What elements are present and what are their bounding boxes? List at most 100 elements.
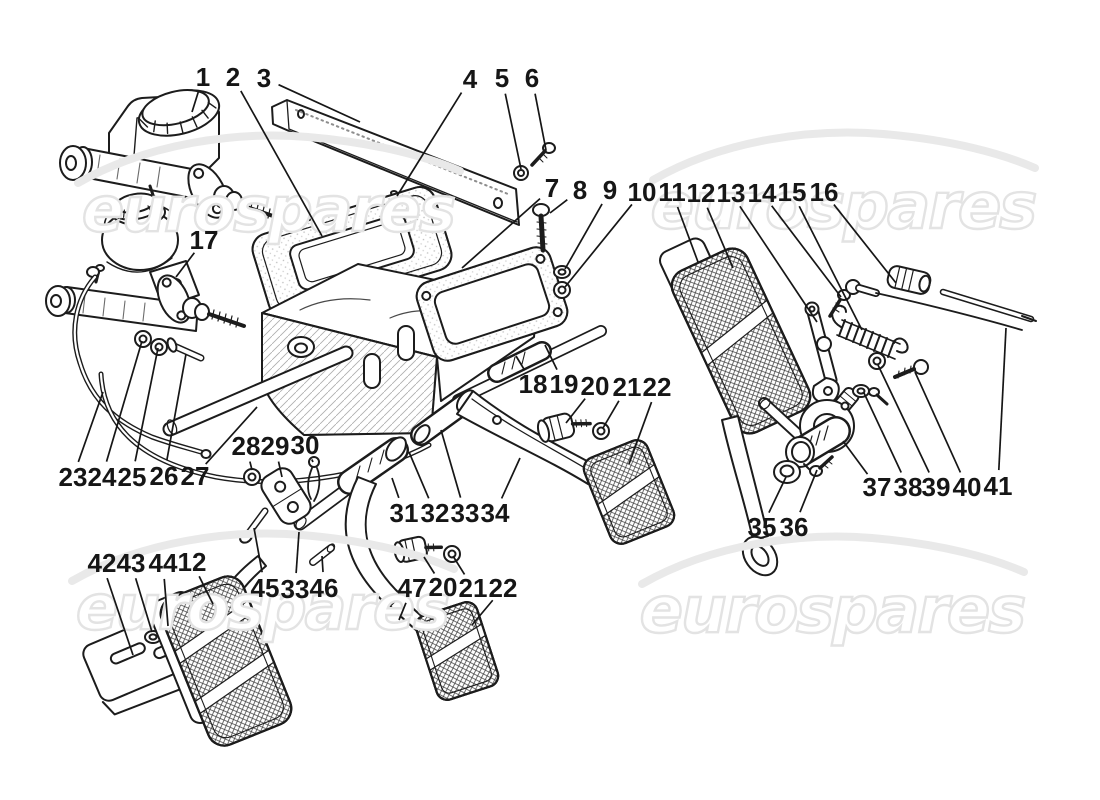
- part-number-label: 20: [581, 371, 610, 401]
- part-number-label: 23: [59, 462, 88, 492]
- callout-12: 12: [687, 178, 734, 269]
- watermark-swoosh-icon: [638, 532, 1028, 588]
- callout-leader-line: [163, 578, 169, 627]
- callout-leader-line: [565, 398, 586, 424]
- callout-leader-line: [628, 401, 653, 465]
- part-number-label: 33: [281, 574, 310, 604]
- callout-16: 16: [810, 177, 897, 284]
- callout-leader-line: [739, 205, 818, 323]
- callout-leader-line: [396, 92, 463, 197]
- part-number-label: 42: [88, 548, 117, 578]
- callout-leader-line: [833, 204, 897, 284]
- callout-42: 42: [88, 548, 134, 656]
- callout-33: 33: [281, 531, 310, 604]
- callout-38: 38: [863, 392, 923, 502]
- part-number-label: 30: [291, 430, 320, 460]
- part-number-label: 4: [463, 64, 478, 94]
- part-number-label: 46: [310, 573, 339, 603]
- callout-31: 31: [390, 477, 418, 528]
- throttle-spindle-housing: [773, 352, 929, 484]
- reservoir-cap: [137, 89, 221, 137]
- part-number-label: 11: [658, 177, 686, 207]
- part-number-label: 24: [88, 462, 117, 492]
- callout-leader-line: [602, 400, 620, 429]
- callout-4: 4: [396, 64, 478, 197]
- callout-22: 22: [471, 573, 518, 626]
- callout-33: 33: [440, 429, 480, 528]
- callout-leader-line: [175, 252, 196, 278]
- callout-leader-line: [278, 83, 361, 123]
- callout-leader-line: [842, 440, 869, 475]
- callout-17: 17: [175, 225, 218, 278]
- callout-8: 8: [549, 175, 587, 214]
- callout-1: 1: [191, 62, 210, 113]
- part-number-label: 41: [984, 471, 1013, 501]
- callout-11: 11: [658, 177, 699, 263]
- callout-28: 28: [232, 431, 261, 471]
- part-number-label: 25: [118, 462, 147, 492]
- callout-21: 21: [602, 372, 642, 429]
- part-number-label: 15: [778, 177, 807, 207]
- callout-29: 29: [261, 431, 290, 478]
- watermark-text: eurospares: [82, 173, 454, 246]
- throttle-cable: [845, 265, 1037, 331]
- part-number-label: 38: [894, 472, 923, 502]
- part-number-label: 32: [421, 498, 450, 528]
- watermark-eurospares: eurospares: [649, 128, 1039, 245]
- callout-27: 27: [181, 406, 258, 491]
- part-number-label: 10: [628, 177, 657, 207]
- callout-leader-line: [799, 469, 818, 513]
- part-number-label: 12: [178, 547, 207, 577]
- callout-2: 2: [226, 62, 323, 237]
- callout-leader-line: [398, 602, 407, 621]
- part-number-label: 5: [495, 63, 509, 93]
- part-number-label: 9: [603, 175, 617, 205]
- callout-leader-line: [452, 555, 466, 575]
- part-number-label: 6: [525, 63, 539, 93]
- part-number-label: 36: [780, 512, 809, 542]
- part-number-label: 21: [613, 372, 642, 402]
- part-number-label: 22: [489, 573, 518, 603]
- part-number-label: 14: [748, 178, 777, 208]
- callout-leader-line: [134, 347, 159, 462]
- clevis-and-pins: [239, 456, 336, 566]
- callout-leader-line: [798, 205, 863, 331]
- callout-41: 41: [984, 327, 1013, 501]
- part-number-label: 39: [922, 472, 951, 502]
- callout-leader-line: [321, 555, 324, 573]
- part-number-label: 35: [748, 512, 777, 542]
- callout-47: 47: [398, 573, 426, 621]
- callout-44: 44: [149, 548, 178, 627]
- callout-leader-line: [423, 556, 436, 574]
- watermark-text: eurospares: [651, 170, 1036, 244]
- callout-40: 40: [914, 371, 981, 502]
- callout-7: 7: [461, 173, 559, 269]
- part-number-label: 26: [150, 461, 179, 491]
- part-number-label: 33: [451, 498, 480, 528]
- callout-leader-line: [277, 461, 283, 478]
- callout-13: 13: [717, 178, 818, 323]
- callout-leader-line: [134, 578, 153, 633]
- callout-34: 34: [481, 457, 521, 528]
- part-number-label: 22: [643, 372, 672, 402]
- callout-15: 15: [778, 177, 863, 331]
- callout-22: 22: [628, 372, 672, 465]
- callout-leader-line: [534, 93, 547, 151]
- callout-5: 5: [495, 63, 522, 170]
- callout-leader-line: [77, 391, 104, 463]
- part-number-label: 34: [481, 498, 510, 528]
- callout-43: 43: [117, 548, 153, 633]
- part-number-label: 28: [232, 431, 261, 461]
- callout-leader-line: [106, 577, 134, 656]
- callout-25: 25: [118, 347, 159, 492]
- callout-6: 6: [525, 63, 547, 151]
- callout-10: 10: [564, 177, 657, 288]
- callout-21: 21: [452, 555, 487, 603]
- base-plate-gasket: [415, 246, 569, 362]
- part-number-label: 29: [261, 431, 290, 461]
- watermark-text: eurospares: [76, 571, 448, 644]
